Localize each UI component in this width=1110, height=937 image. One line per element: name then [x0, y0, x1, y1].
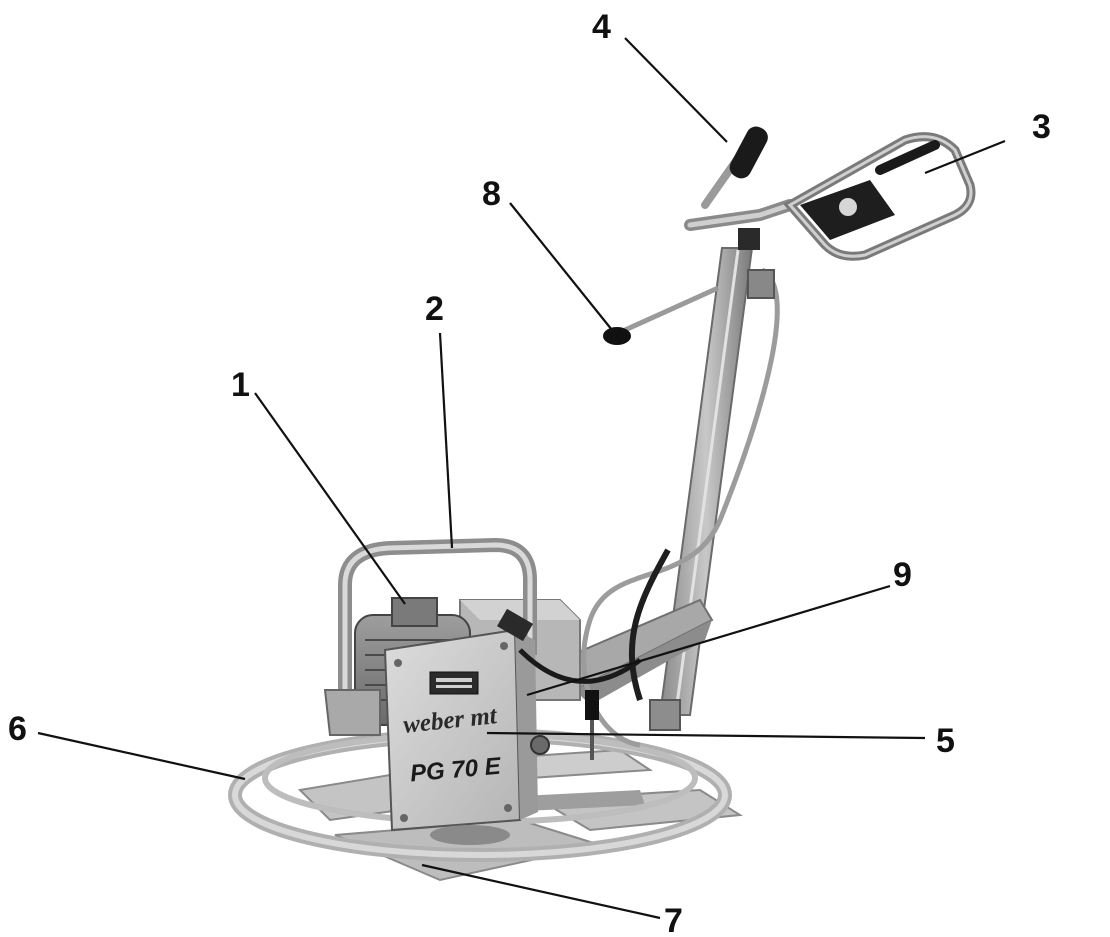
callout-label-9: 9 [893, 556, 912, 594]
callout-line-6 [37, 731, 246, 781]
callout-labels: 1 2 3 4 5 6 7 8 9 [8, 8, 1051, 937]
callout-label-2: 2 [425, 290, 444, 328]
callout-label-4: 4 [592, 8, 611, 46]
callout-line-3 [924, 139, 1006, 175]
callout-lines [37, 37, 1006, 920]
carry-handle [338, 537, 537, 700]
pitch-adjust-knob [603, 269, 775, 345]
callout-label-7: 7 [664, 902, 683, 937]
callout-line-9 [526, 584, 891, 697]
switch-box [497, 608, 642, 755]
callout-line-7 [421, 863, 661, 920]
callout-line-2 [438, 332, 454, 549]
callout-label-8: 8 [482, 175, 501, 213]
spindle-hub [430, 690, 599, 845]
callout-line-1 [254, 392, 406, 605]
gearbox-housing [383, 628, 538, 832]
callout-line-5 [486, 731, 926, 740]
handlebar-top [684, 199, 796, 250]
mount-plate [323, 689, 381, 736]
callout-label-1: 1 [231, 366, 250, 404]
callout-line-4 [624, 37, 728, 143]
throttle-lever [701, 126, 768, 209]
deadman-handle [782, 132, 976, 261]
callout-line-8 [509, 202, 613, 331]
callout-label-5: 5 [936, 722, 955, 760]
callout-label-6: 6 [8, 710, 27, 748]
callout-label-3: 3 [1032, 108, 1051, 146]
